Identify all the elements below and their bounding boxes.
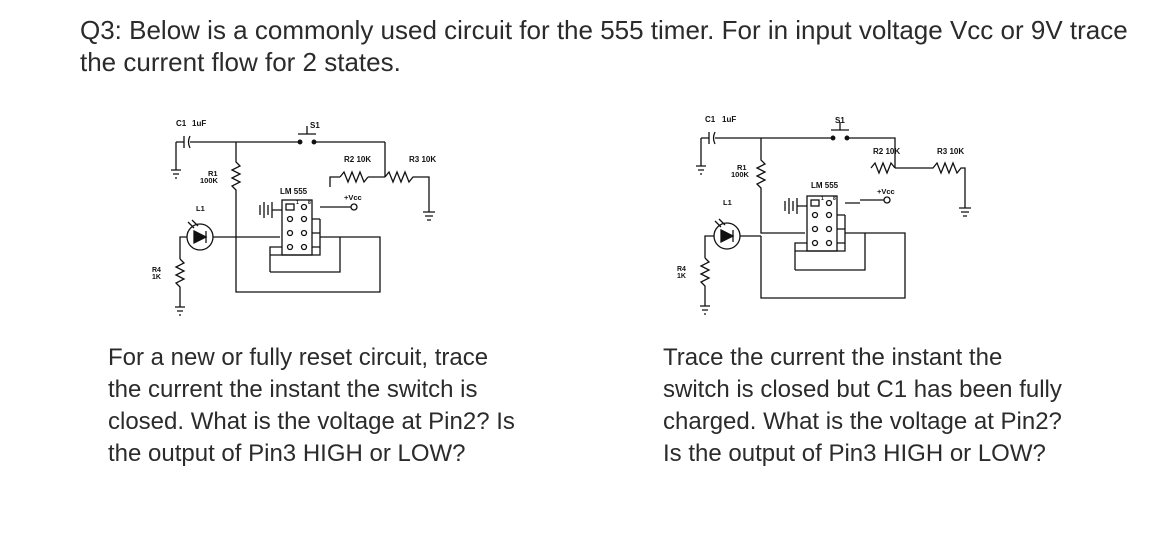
label-c1-value: 1uF (722, 115, 736, 124)
switch-s1-symbol (298, 126, 316, 135)
switch-s1-symbol (831, 122, 849, 131)
wire (795, 233, 866, 271)
ground-symbol (171, 169, 181, 179)
label-r3: R3 10K (409, 155, 436, 164)
resistor-r2-symbol (339, 170, 369, 184)
ic-pin-pad (285, 203, 295, 211)
circuit-diagram-state-1: C1 1uF S1 R1 100K R2 10K R3 10K LM 555 +… (140, 112, 460, 317)
resistor-r4-symbol (699, 257, 711, 306)
label-r4: R4 (677, 266, 686, 273)
label-c1: C1 (705, 115, 716, 124)
wire (270, 237, 341, 273)
resistor-r3-symbol (368, 167, 430, 212)
wire (329, 176, 340, 187)
resistor-r2-symbol (870, 161, 896, 175)
wire (179, 236, 236, 259)
label-l1: L1 (196, 204, 205, 213)
battery-symbol (259, 202, 282, 218)
label-s1: S1 (310, 121, 320, 130)
label-r1-value: 100K (731, 170, 750, 179)
label-c1: C1 (176, 119, 187, 128)
ground-symbol (700, 305, 710, 315)
label-s1: S1 (835, 116, 845, 125)
light-arrows (714, 218, 726, 228)
state-2-prompt: Trace the current the instant the switch… (663, 344, 1062, 467)
ground-symbol (696, 165, 706, 175)
label-c1-value: 1uF (192, 119, 206, 128)
circuit-diagram-state-2: C1 1uF S1 R1 100K R2 10K R3 10K LM 555 +… (665, 108, 985, 323)
battery-symbol (784, 198, 807, 214)
label-vcc: +Vcc (877, 187, 895, 196)
light-arrows (187, 219, 199, 229)
wire (269, 206, 332, 272)
label-r1-value: 100K (200, 176, 219, 185)
wire (794, 202, 860, 270)
label-ic: LM 555 (811, 181, 839, 190)
wire (760, 232, 906, 299)
label-ic: LM 555 (280, 187, 308, 196)
label-r2: R2 10K (344, 155, 371, 164)
pin-label: 1 (821, 196, 824, 202)
wire (704, 235, 761, 258)
capacitor-c1-symbol (701, 131, 723, 145)
label-l1: L1 (723, 198, 732, 207)
state-1-prompt: For a new or fully reset circuit, trace … (108, 344, 515, 467)
label-r4-value: 1K (677, 273, 686, 280)
vcc-terminal (883, 196, 891, 204)
ic-pin-pad (810, 199, 820, 207)
label-r4: R4 (152, 267, 161, 274)
label-r1: R1 (208, 169, 218, 178)
label-r4-value: 1K (152, 274, 161, 281)
resistor-r1-symbol (755, 138, 805, 234)
wire (235, 236, 381, 293)
capacitor-c1-symbol (176, 135, 198, 149)
label-r3: R3 10K (937, 147, 964, 156)
question-text: Q3: Below is a commonly used circuit for… (80, 15, 1128, 77)
pin-label: 1 (296, 200, 299, 206)
pin-label: 8 (308, 200, 311, 206)
resistor-r1-symbol (230, 142, 280, 238)
ground-symbol (423, 211, 435, 221)
ground-symbol (959, 207, 971, 217)
resistor-r3-symbol (895, 161, 966, 208)
ground-symbol (175, 306, 185, 316)
label-vcc: +Vcc (344, 193, 362, 202)
label-r2: R2 10K (873, 147, 900, 156)
label-r1: R1 (737, 163, 747, 172)
pin-label: 8 (833, 196, 836, 202)
resistor-r4-symbol (174, 258, 186, 307)
vcc-terminal (350, 203, 358, 211)
